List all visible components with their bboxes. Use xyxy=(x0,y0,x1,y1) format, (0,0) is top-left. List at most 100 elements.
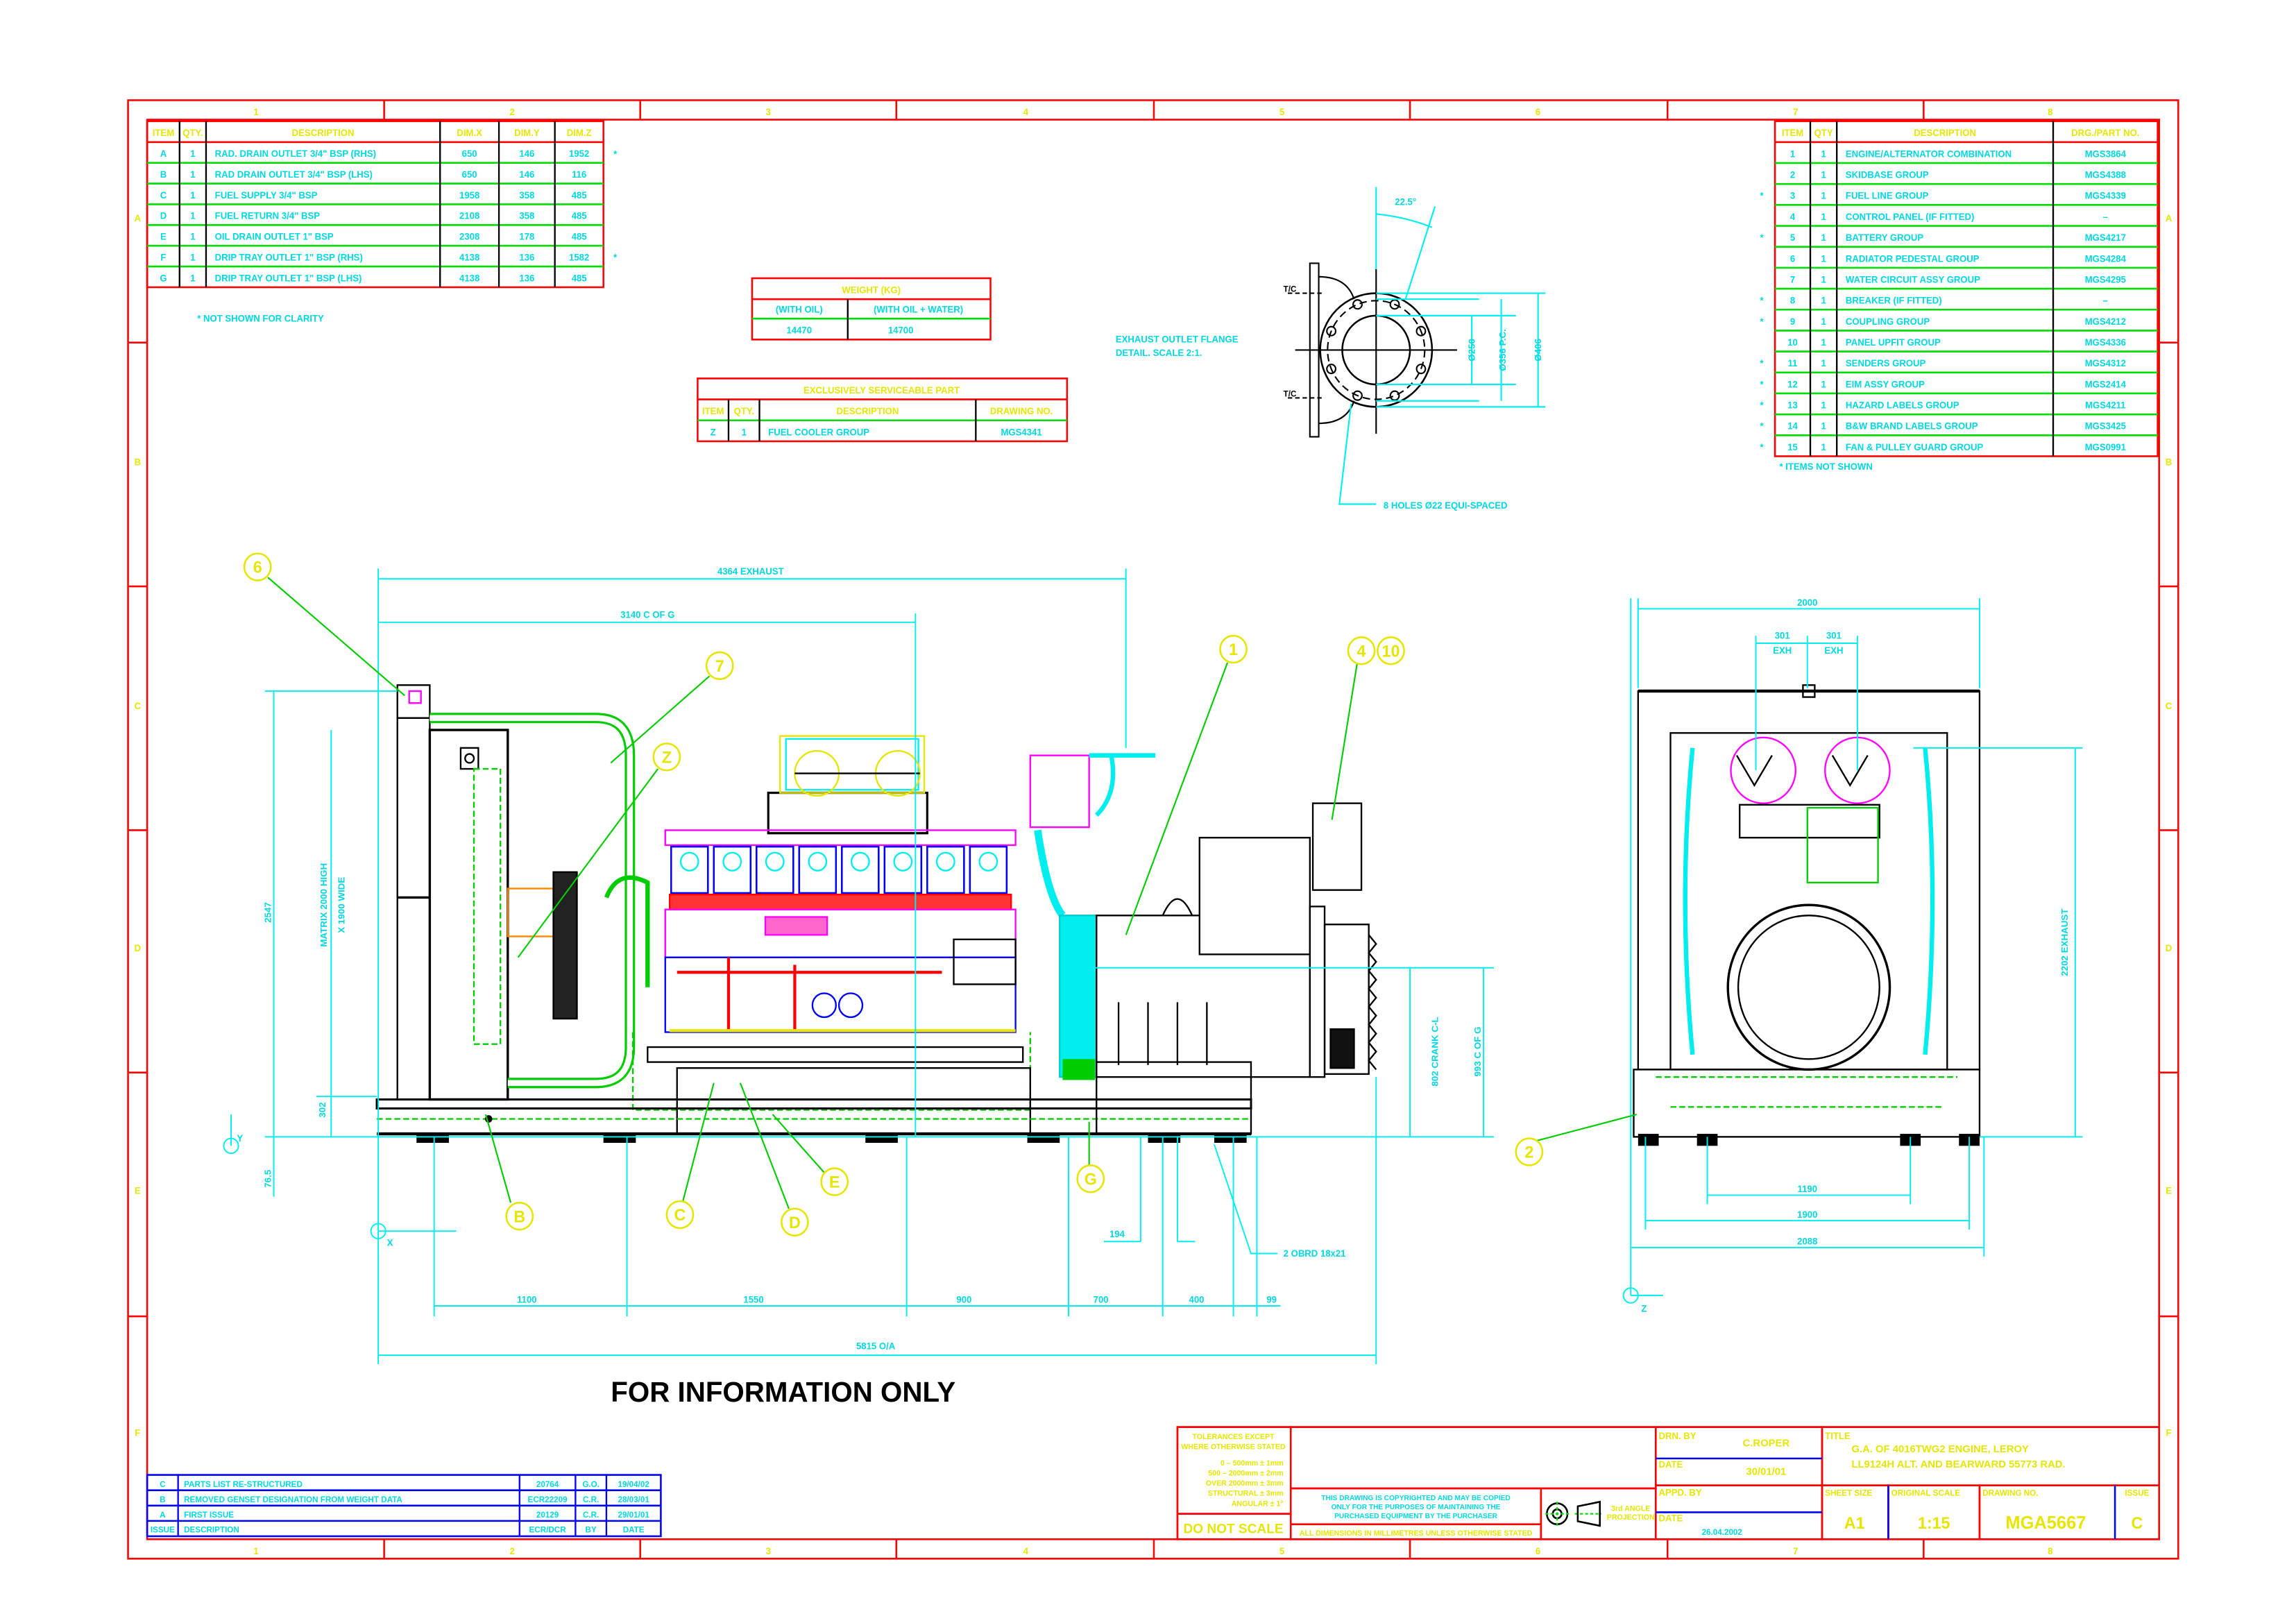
dimension-base-width: 1900 xyxy=(1797,1209,1817,1220)
cell-part: MGS4295 xyxy=(2085,274,2126,284)
cell-dim_x: 4138 xyxy=(459,252,479,262)
cell-description: CONTROL PANEL (IF FITTED) xyxy=(1846,212,1974,222)
cell-part: MGS3425 xyxy=(2085,421,2126,432)
bolt-hole xyxy=(1389,299,1400,310)
zone-column-label: 5 xyxy=(1279,1546,1284,1556)
cell-description: RAD DRAIN OUTLET 3/4" BSP (LHS) xyxy=(215,169,373,180)
dimension-exh-offset-2: 301 xyxy=(1826,630,1842,640)
revision-description: REMOVED GENSET DESIGNATION FROM WEIGHT D… xyxy=(184,1495,402,1504)
zone-column-label: 5 xyxy=(1279,107,1284,117)
revision-by: C.R. xyxy=(583,1495,599,1504)
cell-description: RADIATOR PEDESTAL GROUP xyxy=(1846,253,1980,264)
cell-part: MGS4212 xyxy=(2085,316,2126,327)
zone-row-label: E xyxy=(2166,1185,2172,1196)
callout-balloon xyxy=(705,651,734,681)
cell-dim_z: 1952 xyxy=(569,148,589,159)
flange-bore-dim: Ø250 xyxy=(1466,339,1477,362)
cell-item: B xyxy=(160,169,167,180)
callout-balloon xyxy=(665,1200,695,1230)
cell-part: MGS3864 xyxy=(2085,148,2127,159)
cell-description: WATER CIRCUIT ASSY GROUP xyxy=(1846,274,1980,284)
cell-qty: 1 xyxy=(1821,400,1826,410)
cell-description: EIM ASSY GROUP xyxy=(1846,379,1925,389)
callout-balloon xyxy=(243,552,272,581)
cell-qty: 1 xyxy=(1821,148,1826,159)
callout-balloon xyxy=(1076,1164,1105,1193)
cell-qty: 1 xyxy=(1821,337,1826,348)
cell-qty: 1 xyxy=(190,148,195,159)
cell-part: MGS4336 xyxy=(2085,337,2126,348)
revision-issue: C xyxy=(160,1480,166,1489)
cell-part: MGS4217 xyxy=(2085,232,2126,243)
flange-pcd-dim: Ø356 P.C. xyxy=(1497,329,1508,371)
bolt-hole xyxy=(1415,364,1427,375)
cell-qty: 1 xyxy=(1821,316,1826,327)
not-shown-marker: * xyxy=(1760,379,1764,389)
dimension-overall-length: 5815 O/A xyxy=(856,1341,896,1351)
zone-column-label: 2 xyxy=(510,107,515,117)
cell-description: ENGINE/ALTERNATOR COMBINATION xyxy=(1846,148,2012,159)
injector xyxy=(850,851,870,872)
cylinder-head xyxy=(883,845,923,894)
cell-part: MGS4339 xyxy=(2085,191,2126,201)
cell-item: 15 xyxy=(1787,442,1798,452)
cell-qty: 1 xyxy=(1821,191,1826,201)
callout-label: 2 xyxy=(1524,1143,1533,1161)
cell-part: MGS4388 xyxy=(2085,169,2126,180)
mounting-foot xyxy=(1027,1134,1060,1144)
zone-row-label: F xyxy=(2166,1427,2172,1438)
zone-row-label: A xyxy=(135,213,142,223)
cell-qty: 1 xyxy=(1821,421,1826,432)
sheet-size: A1 xyxy=(1844,1514,1865,1532)
cell-dim_z: 485 xyxy=(572,273,587,283)
cell-qty: 1 xyxy=(1821,296,1826,306)
callout-label: G xyxy=(1085,1170,1097,1188)
tolerance-line: OVER 2000mm ± 3mm xyxy=(1206,1479,1284,1488)
cell-qty: 1 xyxy=(190,231,195,241)
item-callout: 6 xyxy=(243,552,272,581)
serviceable-item: Z xyxy=(711,427,716,437)
drawing-title: G.A. OF 4016TWG2 ENGINE, LEROY xyxy=(1851,1443,2029,1455)
mounting-foot xyxy=(865,1134,898,1144)
cell-description: B&W BRAND LABELS GROUP xyxy=(1846,421,1978,432)
revision-issue: A xyxy=(160,1511,166,1520)
weight-with-oil: 14470 xyxy=(787,325,813,336)
cell-dim_z: 116 xyxy=(572,169,586,180)
dimension-seg-2: 1550 xyxy=(743,1295,763,1305)
cell-dim_x: 650 xyxy=(462,169,477,180)
cell-item: A xyxy=(160,148,167,159)
injector xyxy=(808,851,828,872)
cell-part: – xyxy=(2103,296,2108,306)
not-shown-marker: * xyxy=(1760,191,1764,201)
dimension-lines xyxy=(223,568,2083,1365)
tolerance-line: ANGULAR ± 1° xyxy=(1232,1499,1284,1508)
item-callout: 10 xyxy=(1377,636,1405,665)
drawn-date: 30/01/01 xyxy=(1746,1465,1787,1477)
callout-balloon xyxy=(1347,636,1376,665)
not-shown-marker: * xyxy=(613,148,618,159)
callout-label: 1 xyxy=(1229,640,1238,658)
dimension-seg-6: 99 xyxy=(1266,1295,1277,1305)
tolerance-line: 500 – 2000mm ± 2mm xyxy=(1208,1469,1283,1477)
zone-row-label: B xyxy=(2166,457,2172,467)
table-header-item: ITEM xyxy=(153,128,174,138)
cell-qty: 1 xyxy=(190,211,195,221)
table-header-item: ITEM xyxy=(1782,128,1803,138)
cylinder-head xyxy=(670,845,709,894)
dimension-slots: 2 OBRD 18x21 xyxy=(1284,1248,1346,1259)
cell-description: SKIDBASE GROUP xyxy=(1846,169,1929,180)
cell-qty: 1 xyxy=(1821,212,1826,222)
cell-part: MGS4284 xyxy=(2085,253,2127,264)
mounting-foot xyxy=(1148,1134,1181,1144)
dimension-foot-height: 76.5 xyxy=(262,1170,273,1188)
zone-row-label: F xyxy=(135,1427,140,1438)
cell-item: 13 xyxy=(1787,400,1798,410)
zone-column-label: 8 xyxy=(2048,107,2052,117)
cell-dim_y: 136 xyxy=(519,252,534,262)
original-scale: 1:15 xyxy=(1918,1514,1950,1532)
item-callout: 1 xyxy=(1219,634,1248,664)
